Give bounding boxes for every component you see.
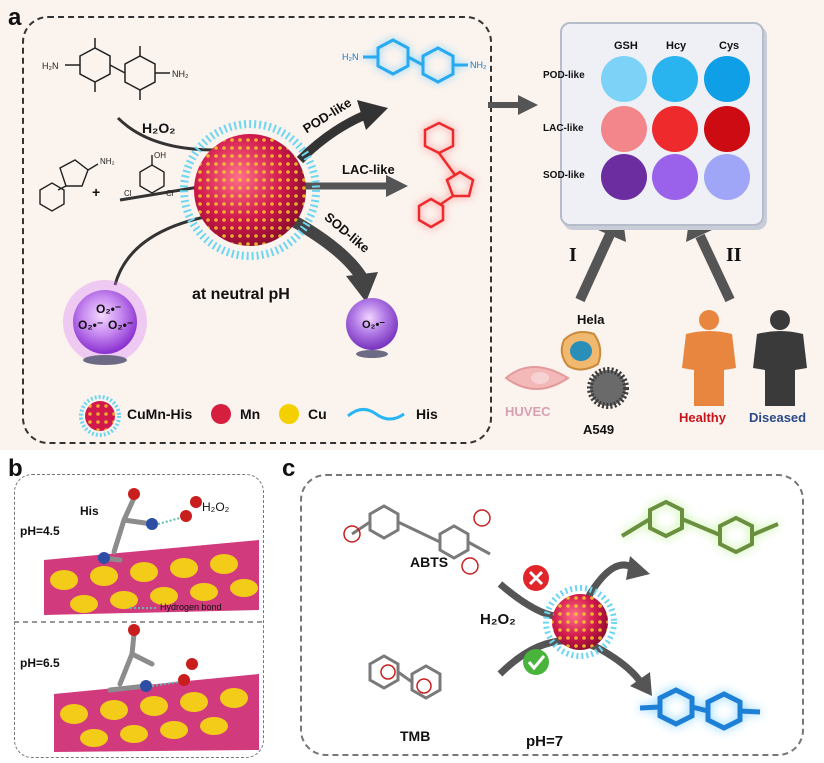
hydrogen-bond-legend-line: [130, 607, 156, 609]
a549-label: A549: [583, 422, 615, 437]
well-pod-gsh: [601, 56, 647, 102]
hela-label: Hela: [577, 312, 605, 327]
legend-mn-icon: [211, 404, 231, 424]
svg-text:NH₂: NH₂: [470, 60, 487, 70]
legend-nanozyme-icon: [79, 395, 121, 437]
reaction-box: [22, 16, 492, 444]
superoxide-label-2: O₂•⁻: [78, 318, 104, 332]
plate-row-lac: LAC-like: [543, 123, 584, 134]
svg-text:Cl: Cl: [124, 189, 132, 198]
legend-cumn-his-label: CuMn-His: [127, 406, 193, 422]
panel-b-label: b: [8, 455, 23, 482]
legend-mn-label: Mn: [240, 406, 261, 422]
diseased-label: Diseased: [749, 410, 807, 425]
legend-his-icon: [347, 408, 405, 421]
panel-a-arrows: [113, 95, 735, 303]
ph65-label: pH=6.5: [20, 656, 60, 670]
well-pod-hcy: [652, 56, 698, 102]
tmb-molecule-icon: H₂N NH₂: [42, 38, 189, 100]
well-pod-cys: [704, 56, 750, 102]
well-lac-gsh: [601, 106, 647, 152]
svg-text:H₂N: H₂N: [42, 61, 59, 71]
plate-row-sod: SOD-like: [543, 170, 585, 181]
legend-his-label: His: [416, 406, 438, 422]
h2o2-label-c: H₂O₂: [480, 611, 516, 628]
svg-text:H₂N: H₂N: [342, 52, 359, 62]
superoxide-label-3: O₂•⁻: [108, 318, 134, 332]
well-sod-gsh: [601, 154, 647, 200]
well-sod-hcy: [652, 154, 698, 200]
slab-ph45-icon: [44, 488, 259, 615]
h2o2-label: H₂O₂: [142, 120, 176, 136]
superoxide-single-icon: [346, 298, 398, 358]
huvec-label: HUVEC: [505, 404, 551, 419]
plate-col-cys: Cys: [719, 40, 740, 52]
svg-text:OH: OH: [154, 151, 166, 160]
ph7-label: pH=7: [526, 733, 564, 750]
a549-cell-icon: [587, 367, 629, 409]
oxidized-tmb-product-icon: H₂N NH₂: [342, 38, 487, 84]
plate-row-pod: POD-like: [543, 70, 585, 81]
svg-text:NH₂: NH₂: [172, 69, 189, 79]
hela-cell-icon: [560, 331, 602, 371]
healthy-body-icon: [682, 310, 736, 406]
legend-cu-label: Cu: [308, 406, 327, 422]
panel-b-box: [14, 474, 264, 758]
svg-text:Cl: Cl: [166, 189, 174, 198]
well-lac-cys: [704, 106, 750, 152]
neutral-ph-label: at neutral pH: [192, 286, 290, 303]
panel-b-divider: [14, 621, 264, 623]
slab-ph65-icon: [54, 624, 259, 752]
superoxide-label-1: O₂•⁻: [96, 302, 122, 316]
hydrogen-bond-label: Hydrogen bond: [160, 602, 222, 612]
his-label: His: [80, 504, 99, 518]
aminoantipyrine-molecule-icon: NH₂ OH Cl Cl: [39, 151, 174, 212]
svg-text:NH₂: NH₂: [100, 157, 115, 166]
superoxide-cluster-icon: [63, 280, 147, 365]
tmb-label: TMB: [400, 728, 431, 744]
ph45-label: pH=4.5: [20, 524, 60, 538]
plate-col-gsh: GSH: [614, 40, 638, 52]
panel-c-arrows: [343, 499, 779, 731]
panel-c-label: c: [282, 455, 296, 482]
diseased-body-icon: [753, 310, 807, 406]
huvec-cell-icon: [504, 366, 570, 390]
panel-a-label: a: [8, 4, 22, 31]
panel-c-box: [300, 474, 804, 756]
cumn-his-nanozyme-icon: [180, 120, 320, 260]
lac-like-label: LAC-like: [342, 162, 395, 177]
healthy-label: Healthy: [679, 410, 726, 425]
legend-cu-icon: [279, 404, 299, 424]
quinoneimine-product-icon: [417, 121, 475, 229]
plus-sign: +: [92, 184, 101, 200]
route-ii-label: II: [726, 244, 742, 266]
well-lac-hcy: [652, 106, 698, 152]
abts-label: ABTS: [410, 554, 449, 570]
well-sod-cys: [704, 154, 750, 200]
plate-col-hcy: Hcy: [666, 40, 687, 52]
h2o2-label-b: H₂O₂: [202, 500, 230, 514]
route-i-label: I: [569, 244, 577, 266]
superoxide-single-label: O₂•⁻: [362, 319, 386, 331]
